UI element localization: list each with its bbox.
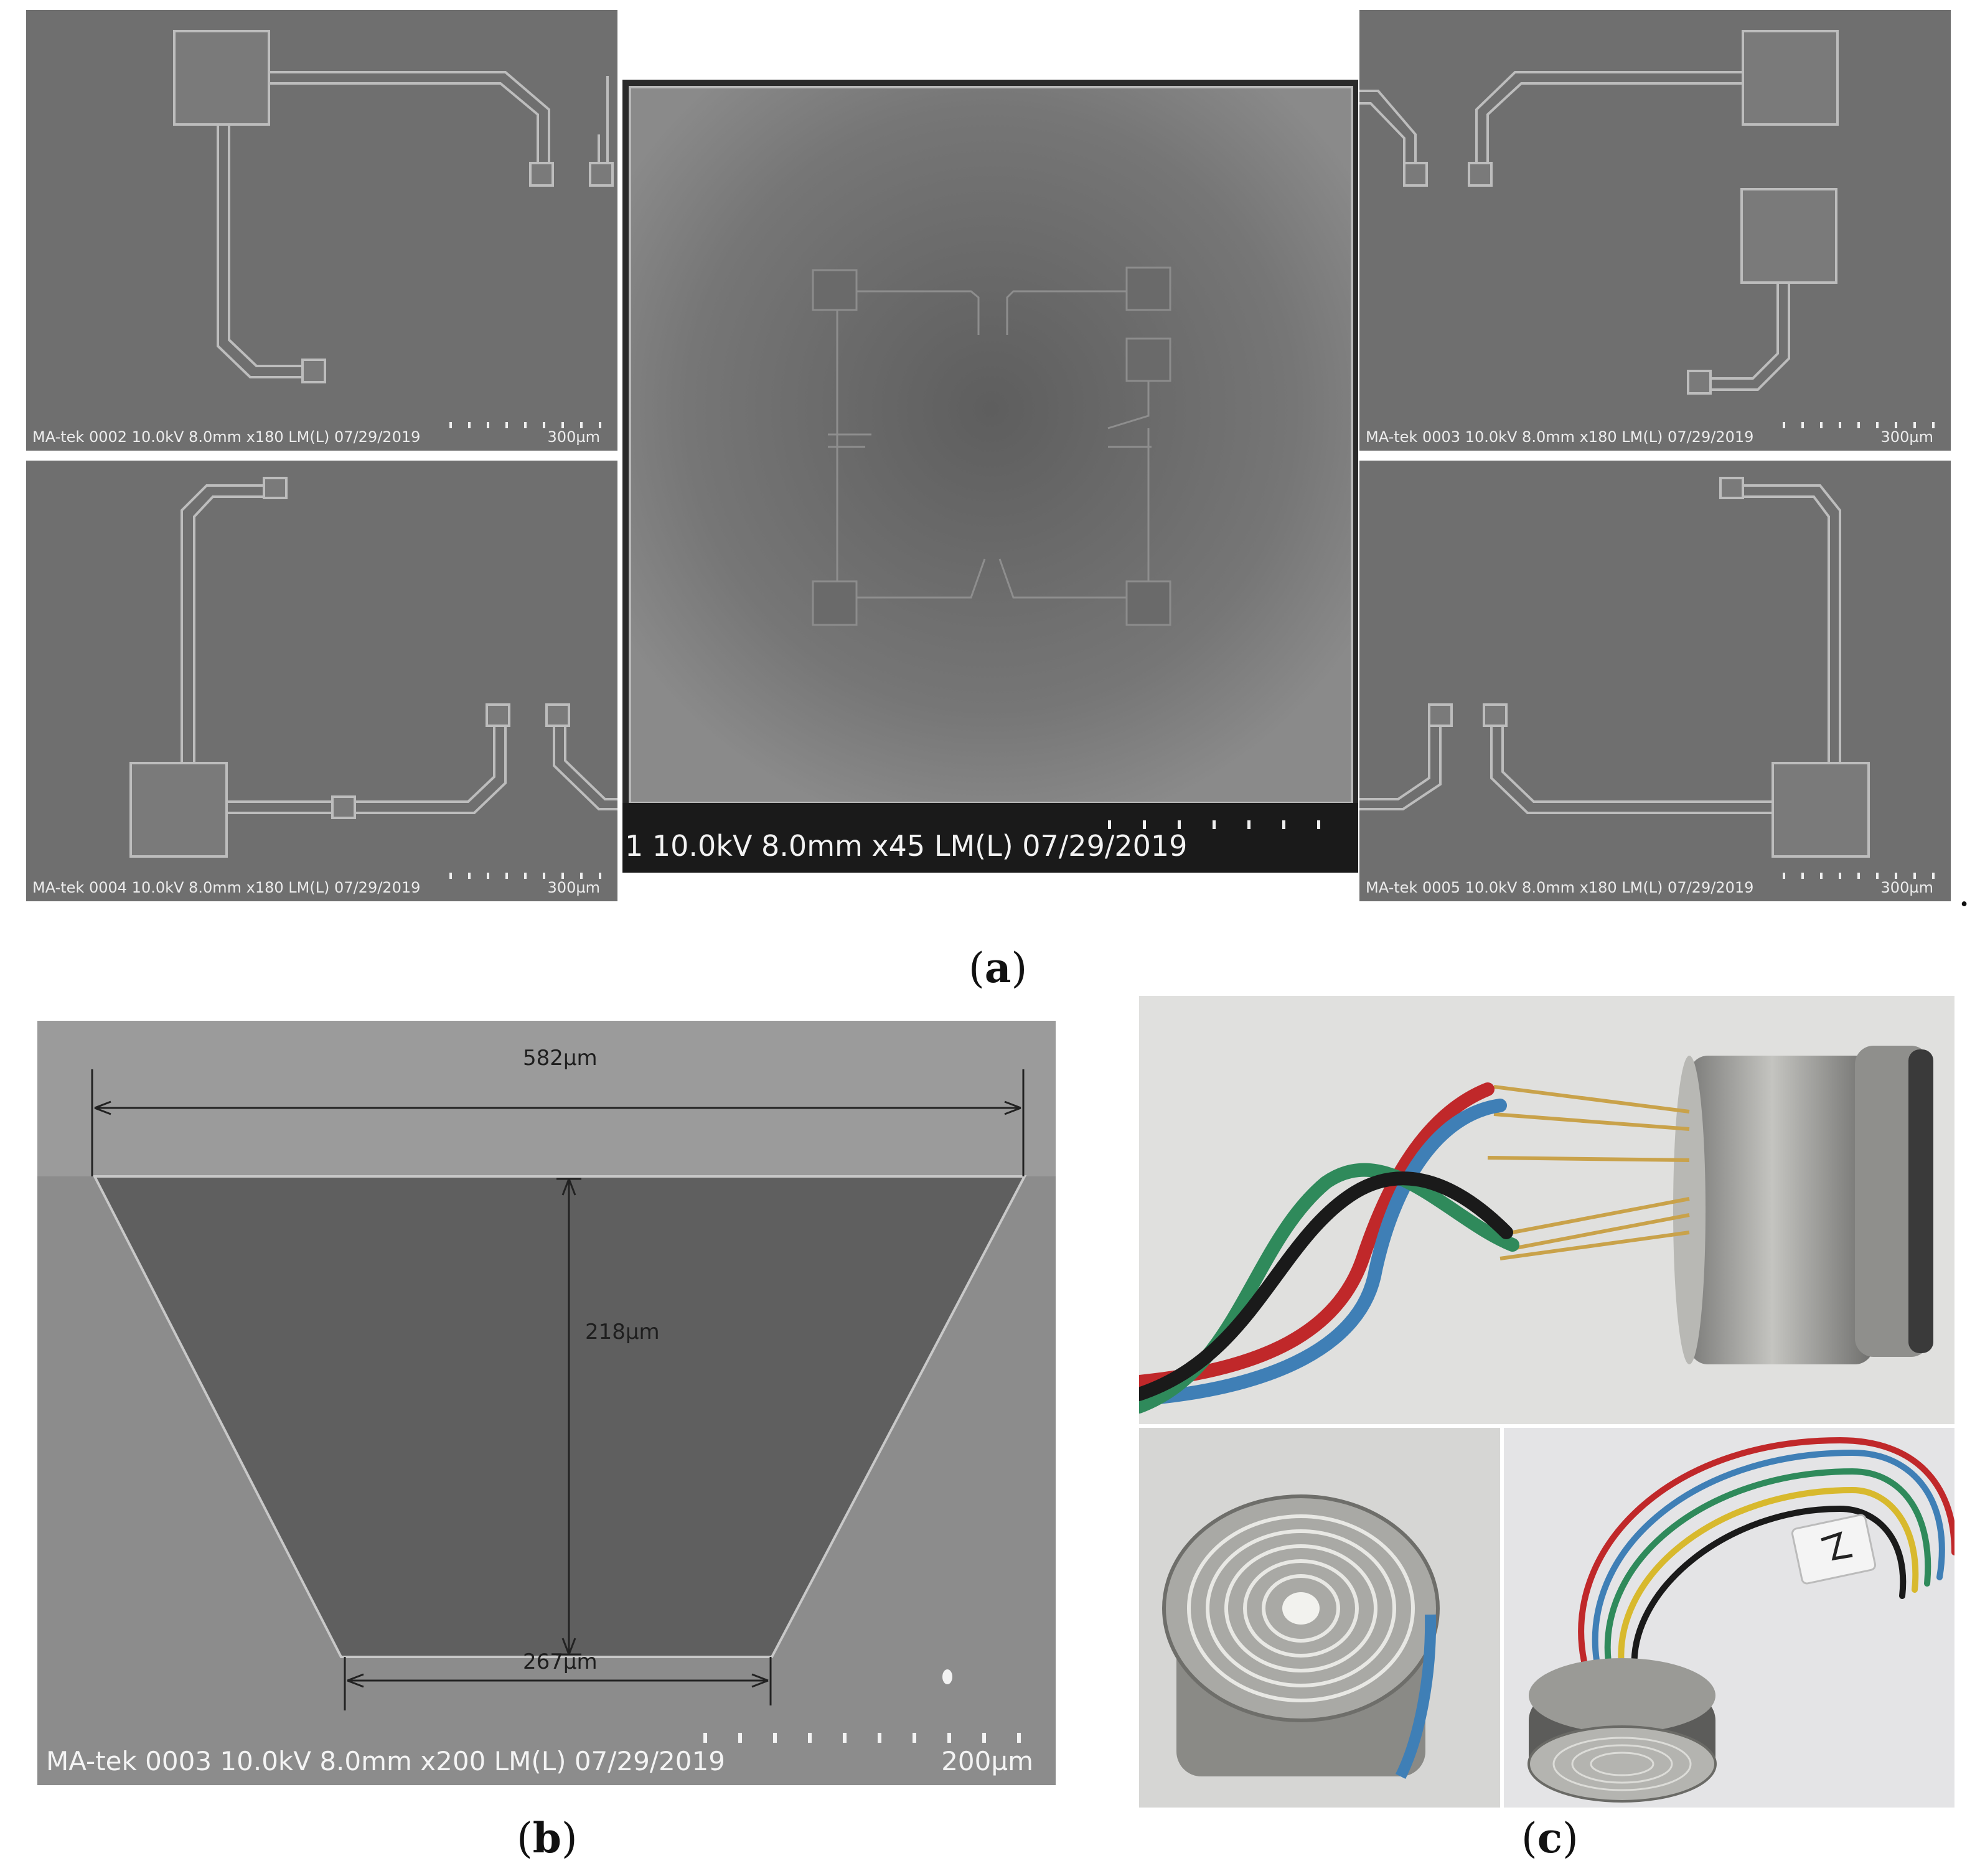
electrode-pattern-bottom-left: [129, 477, 617, 858]
sem-caption: MA-tek 0002 10.0kV 8.0mm x180 LM(L) 07/2…: [32, 428, 421, 446]
electrode-pattern-top-left: [173, 30, 614, 383]
electrode-pattern-top-right: [1359, 30, 1839, 395]
scale-ticks: [1783, 873, 1951, 879]
sem-image-top-left: MA-tek 0002 10.0kV 8.0mm x180 LM(L) 07/2…: [26, 10, 617, 451]
sem-image-bottom-left: MA-tek 0004 10.0kV 8.0mm x180 LM(L) 07/2…: [26, 461, 617, 901]
photo-sensor-side-view: [1139, 996, 1954, 1424]
sem-caption: MA-tek 0005 10.0kV 8.0mm x180 LM(L) 07/2…: [1366, 879, 1754, 896]
panel-label-c: (c): [1521, 1814, 1579, 1862]
sem-caption: MA-tek 0003 10.0kV 8.0mm x180 LM(L) 07/2…: [1366, 428, 1754, 446]
trailing-dot: .: [1958, 871, 1971, 915]
sem-image-center: 1 10.0kV 8.0mm x45 LM(L) 07/29/2019: [622, 80, 1358, 873]
photo-sensor-with-cable: [1504, 1428, 1954, 1808]
scale-ticks: [1783, 422, 1951, 428]
dimension-depth: 218µm: [585, 1320, 660, 1344]
sem-scale-label: 200µm: [941, 1746, 1033, 1776]
sem-scale-label: 300µm: [1880, 879, 1933, 896]
trench-profile: [37, 1021, 1056, 1785]
electrode-pattern-bottom-right: [1359, 477, 1870, 858]
sem-scale-label: 300µm: [547, 428, 600, 446]
sem-scale-label: 300µm: [547, 879, 600, 896]
dimension-bottom-width: 267µm: [523, 1649, 598, 1674]
scale-ticks: [449, 422, 617, 428]
sem-scale-label: 300µm: [1880, 428, 1933, 446]
photo-diaphragm-face: [1139, 1428, 1500, 1808]
sem-caption: MA-tek 0004 10.0kV 8.0mm x180 LM(L) 07/2…: [32, 879, 421, 896]
sem-caption: 1 10.0kV 8.0mm x45 LM(L) 07/29/2019: [625, 829, 1188, 863]
sem-image-top-right: MA-tek 0003 10.0kV 8.0mm x180 LM(L) 07/2…: [1359, 10, 1951, 451]
sensor-wired-illustration: [1139, 996, 1954, 1424]
dimension-top-width: 582µm: [523, 1046, 598, 1071]
panel-label-a: (a): [969, 944, 1028, 992]
scale-ticks: [449, 873, 617, 879]
diaphragm-illustration: [1139, 1428, 1500, 1808]
sem-caption: MA-tek 0003 10.0kV 8.0mm x200 LM(L) 07/2…: [46, 1746, 725, 1776]
sensor-cable-illustration: [1504, 1428, 1954, 1808]
panel-label-b: (b): [517, 1814, 578, 1862]
chip-overview: [622, 86, 1358, 873]
sem-image-bottom-right: MA-tek 0005 10.0kV 8.0mm x180 LM(L) 07/2…: [1359, 461, 1951, 901]
sem-image-cross-section: 582µm 218µm 267µm MA-tek 0003 10.0kV 8.0…: [37, 1021, 1056, 1785]
